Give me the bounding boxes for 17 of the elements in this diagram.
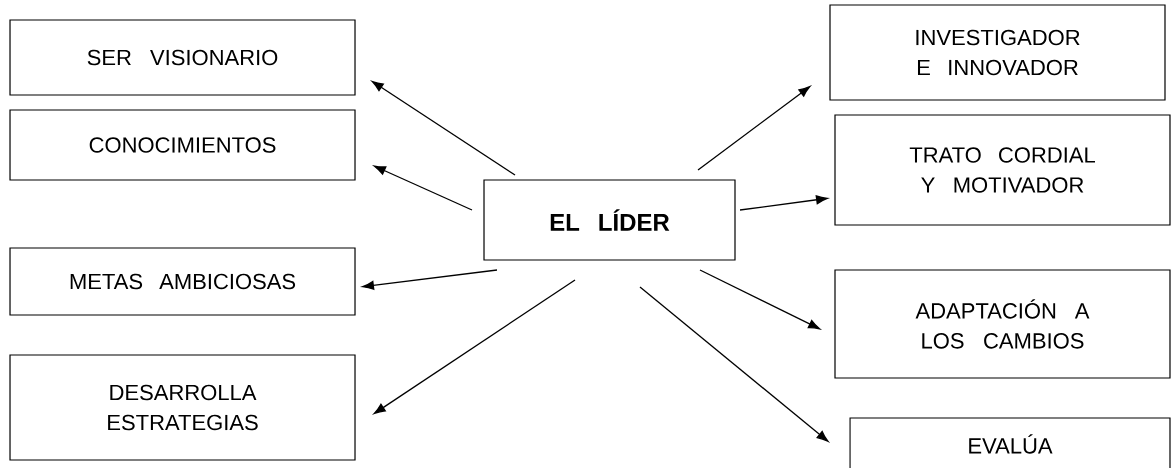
arrow (373, 279, 576, 415)
concept-box: SER VISIONARIO (9, 19, 356, 96)
arrow (699, 269, 821, 330)
concept-box: INVESTIGADOR E INNOVADOR (829, 4, 1166, 101)
arrow (697, 86, 811, 171)
concept-box: CONOCIMIENTOS (9, 109, 356, 181)
arrow (362, 269, 498, 290)
concept-box: METAS AMBICIOSAS (9, 247, 356, 316)
arrow (373, 165, 473, 211)
concept-box: EVALÚA (849, 417, 1171, 468)
concept-box: DESARROLLA ESTRATEGIAS (9, 354, 356, 461)
title-box: EL LÍDER (483, 179, 736, 261)
concept-box: ADAPTACIÓN A LOS CAMBIOS (834, 269, 1171, 379)
concept-box: TRATO CORDIAL Y MOTIVADOR (834, 114, 1171, 226)
arrow (371, 80, 516, 176)
arrow (639, 286, 829, 442)
arrow (739, 195, 828, 211)
